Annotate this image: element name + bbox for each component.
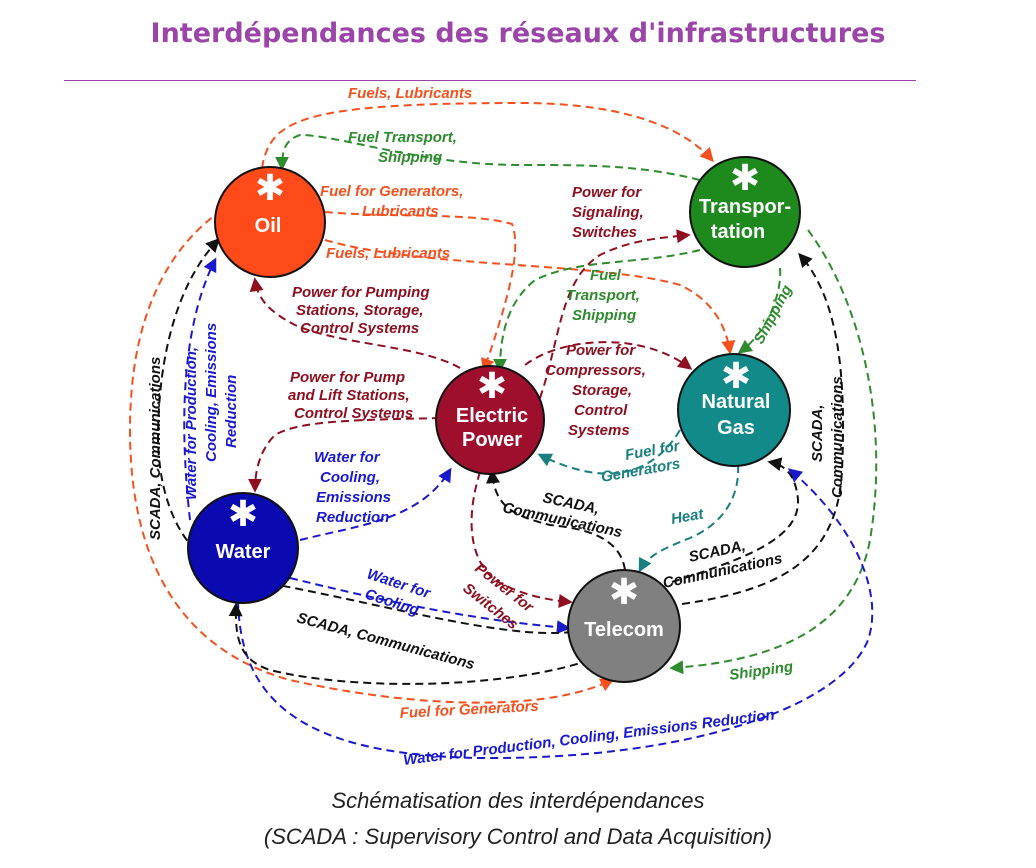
label-telecom-transport-1: SCADA, xyxy=(809,404,826,462)
node-oil: ✱ Oil xyxy=(214,166,326,278)
edge-telecom-electric xyxy=(486,469,626,571)
label-electric-oil-1: Power for Pumping xyxy=(292,284,430,301)
label-transport-electric-1: Fuel xyxy=(590,267,622,284)
label-water-electric-3: Emissions xyxy=(316,489,391,506)
label-electric-water-2: and Lift Stations, xyxy=(288,387,410,404)
edge-oil-transport xyxy=(261,101,714,169)
label-water-electric-2: Cooling, xyxy=(320,469,380,486)
node-electric-label-2: Power xyxy=(462,429,522,451)
label-transport-telecom: Shipping xyxy=(728,658,794,684)
asterisk-icon: ✱ xyxy=(255,168,285,209)
label-electric-oil-2: Stations, Storage, xyxy=(296,302,424,319)
label-telecom-oil: SCADA, Communications xyxy=(147,357,164,540)
node-water: ✱ Water xyxy=(187,492,299,604)
node-transportation-label-1: Transpor- xyxy=(699,196,791,218)
label-electric-oil-3: Control Systems xyxy=(300,320,419,337)
label-transport-oil-2: Shipping xyxy=(378,149,442,166)
node-gas-label-2: Gas xyxy=(717,417,755,439)
label-electric-transport-2: Signaling, xyxy=(572,204,644,221)
label-electric-gas-2: Compressors, xyxy=(545,362,646,379)
label-electric-gas-5: Systems xyxy=(568,422,630,439)
node-telecom: ✱ Telecom xyxy=(567,569,681,683)
node-water-label: Water xyxy=(216,541,271,563)
edge-transport-oil xyxy=(275,133,701,181)
label-transport-electric-2: Transport, xyxy=(566,287,640,304)
edge-electric-oil xyxy=(249,277,461,369)
label-electric-water-1: Power for Pump xyxy=(290,369,405,386)
label-electric-gas-3: Storage, xyxy=(572,382,632,399)
label-oil-electric-1: Fuel for Generators, xyxy=(320,183,463,200)
page-title: Interdépendances des réseaux d'infrastru… xyxy=(150,18,886,49)
edge-oil-telecom xyxy=(128,209,615,704)
edge-gas-electric xyxy=(537,429,681,475)
node-natural-gas: ✱ Natural Gas xyxy=(677,353,791,467)
label-water-oil-3: Reduction xyxy=(223,375,240,448)
label-transport-electric-3: Shipping xyxy=(572,307,636,324)
edge-water-oil xyxy=(183,257,217,521)
edge-telecom-transport xyxy=(681,252,845,605)
label-electric-transport-1: Power for xyxy=(572,184,642,201)
label-oil-transport: Fuels, Lubricants xyxy=(348,85,472,102)
edge-water-electric xyxy=(299,467,452,541)
edge-gas-telecom xyxy=(638,464,740,573)
asterisk-icon: ✱ xyxy=(609,572,639,613)
label-electric-gas-1: Power for xyxy=(566,342,636,359)
edge-telecom-water xyxy=(228,602,591,685)
title-divider xyxy=(64,80,916,81)
label-telecom-transport-2: Communications xyxy=(829,376,846,498)
label-water-electric-4: Reduction xyxy=(316,509,389,526)
asterisk-icon: ✱ xyxy=(730,158,760,199)
node-transportation-label-2: tation xyxy=(711,221,765,243)
edge-electric-gas xyxy=(524,341,693,370)
label-transport-oil-1: Fuel Transport, xyxy=(348,129,457,146)
label-transport-gas: Shipping xyxy=(751,282,796,347)
label-water-oil-2: Cooling, Emissions xyxy=(203,323,220,462)
node-gas-label-1: Natural xyxy=(702,391,771,413)
caption-line-2: (SCADA : Supervisory Control and Data Ac… xyxy=(263,824,773,849)
label-electric-water-3: Control Systems xyxy=(294,405,413,422)
edge-telecom-gas xyxy=(671,457,800,583)
caption-line-1: Schématisation des interdépendances xyxy=(331,788,705,813)
asterisk-icon: ✱ xyxy=(477,366,507,407)
label-telecom-water: SCADA, Communications xyxy=(295,609,477,673)
edge-transport-electric xyxy=(493,249,701,373)
edge-transport-gas xyxy=(737,267,782,354)
node-oil-label: Oil xyxy=(255,215,282,237)
label-electric-gas-4: Control xyxy=(574,402,628,419)
label-oil-gas: Fuels, Lubricants xyxy=(326,245,450,262)
label-water-oil-1: Water for Production, xyxy=(183,347,200,500)
edge-telecom-oil xyxy=(156,237,573,635)
edge-electric-telecom xyxy=(470,471,573,608)
edge-transport-telecom xyxy=(669,229,878,675)
label-oil-electric-2: Lubricants xyxy=(362,203,439,220)
edge-oil-gas xyxy=(324,239,736,355)
node-electric-label-1: Electric xyxy=(456,405,528,427)
label-electric-transport-3: Switches xyxy=(572,224,637,241)
asterisk-icon: ✱ xyxy=(228,494,258,535)
label-water-electric-1: Water for xyxy=(314,449,381,466)
edge-water-gas xyxy=(237,468,874,760)
label-gas-telecom: Heat xyxy=(670,505,706,528)
edge-oil-electric xyxy=(324,211,517,373)
node-transportation: ✱ Transpor- tation xyxy=(689,156,801,268)
asterisk-icon: ✱ xyxy=(721,356,751,397)
label-oil-telecom: Fuel for Generators xyxy=(399,698,539,722)
node-electric-power: ✱ Electric Power xyxy=(435,365,545,475)
node-telecom-label: Telecom xyxy=(584,619,664,641)
edge-electric-water xyxy=(248,417,441,493)
